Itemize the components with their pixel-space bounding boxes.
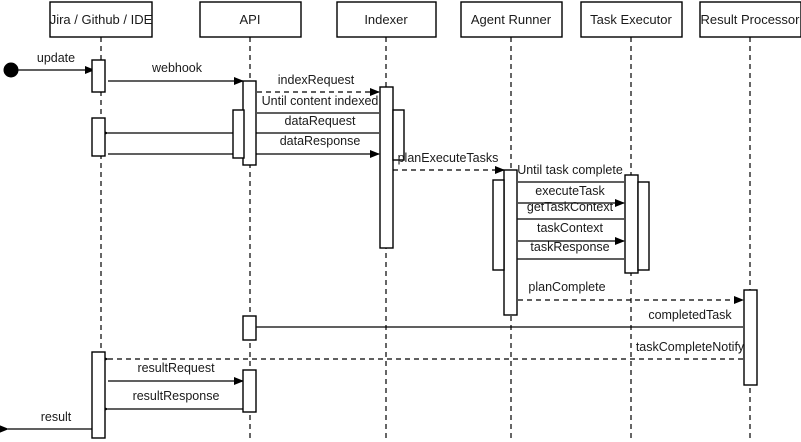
participant-label-agent: Agent Runner	[471, 12, 552, 27]
participant-box-result[interactable]	[699, 1, 801, 38]
message-label-9: getTaskContext	[527, 200, 614, 214]
activation-bar-executor-11	[624, 174, 639, 274]
participant-label-api: API	[240, 12, 261, 27]
activation-bar-agent-9	[503, 169, 518, 316]
activation-bar-api-6	[242, 369, 257, 413]
message-label-1: webhook	[151, 61, 203, 75]
message-label-8: executeTask	[535, 184, 605, 198]
participant-header-client[interactable]: Jira / Github / IDE	[49, 1, 153, 38]
message-label-5: dataResponse	[280, 134, 361, 148]
participant-headers-layer: Jira / Github / IDE API Indexer Agent Runne…	[49, 1, 801, 38]
activation-bar-client-2	[91, 351, 106, 439]
participant-box-client[interactable]	[49, 1, 153, 38]
activation-bar-client-1	[91, 117, 106, 157]
participant-label-executor: Task Executor	[590, 12, 672, 27]
activation-bar-api-3	[242, 80, 257, 166]
activation-bar-client-0	[91, 59, 106, 93]
message-label-3: Until content indexed	[262, 94, 379, 108]
participant-label-client: Jira / Github / IDE	[50, 12, 153, 27]
message-label-4: dataRequest	[285, 114, 356, 128]
participant-header-executor[interactable]: Task Executor	[580, 1, 683, 38]
participant-box-agent[interactable]	[460, 1, 563, 38]
activation-bar-api-5	[242, 315, 257, 341]
participant-box-api[interactable]	[199, 1, 302, 38]
activations-layer	[91, 59, 758, 439]
message-label-6: planExecuteTasks	[398, 151, 499, 165]
message-label-13: completedTask	[648, 308, 732, 322]
participant-header-result[interactable]: Result Processor	[699, 1, 801, 38]
start-node-icon	[3, 62, 19, 78]
participant-label-indexer: Indexer	[364, 12, 408, 27]
message-label-14: taskCompleteNotify	[636, 340, 745, 354]
message-label-12: planComplete	[528, 280, 605, 294]
message-label-11: taskResponse	[530, 240, 609, 254]
message-label-0: update	[37, 51, 75, 65]
message-label-17: result	[41, 410, 72, 424]
endpoints-layer	[3, 62, 19, 78]
message-label-15: resultRequest	[137, 361, 215, 375]
activation-bar-indexer-7	[379, 86, 394, 249]
participant-label-result: Result Processor	[701, 12, 801, 27]
activation-bar-agent-10	[492, 179, 505, 271]
activation-bar-api-4	[232, 109, 245, 159]
participant-header-agent[interactable]: Agent Runner	[460, 1, 563, 38]
activation-bar-executor-12	[637, 181, 650, 271]
participant-header-api[interactable]: API	[199, 1, 302, 38]
activation-bar-result-13	[743, 289, 758, 386]
message-label-2: indexRequest	[278, 73, 355, 87]
message-label-10: taskContext	[537, 221, 604, 235]
message-label-16: resultResponse	[133, 389, 220, 403]
message-label-7: Until task complete	[517, 163, 623, 177]
participant-box-indexer[interactable]	[336, 1, 437, 38]
lifelines-layer	[100, 37, 751, 440]
participant-box-executor[interactable]	[580, 1, 683, 38]
activation-bar-indexer-8	[392, 109, 405, 161]
participant-header-indexer[interactable]: Indexer	[336, 1, 437, 38]
